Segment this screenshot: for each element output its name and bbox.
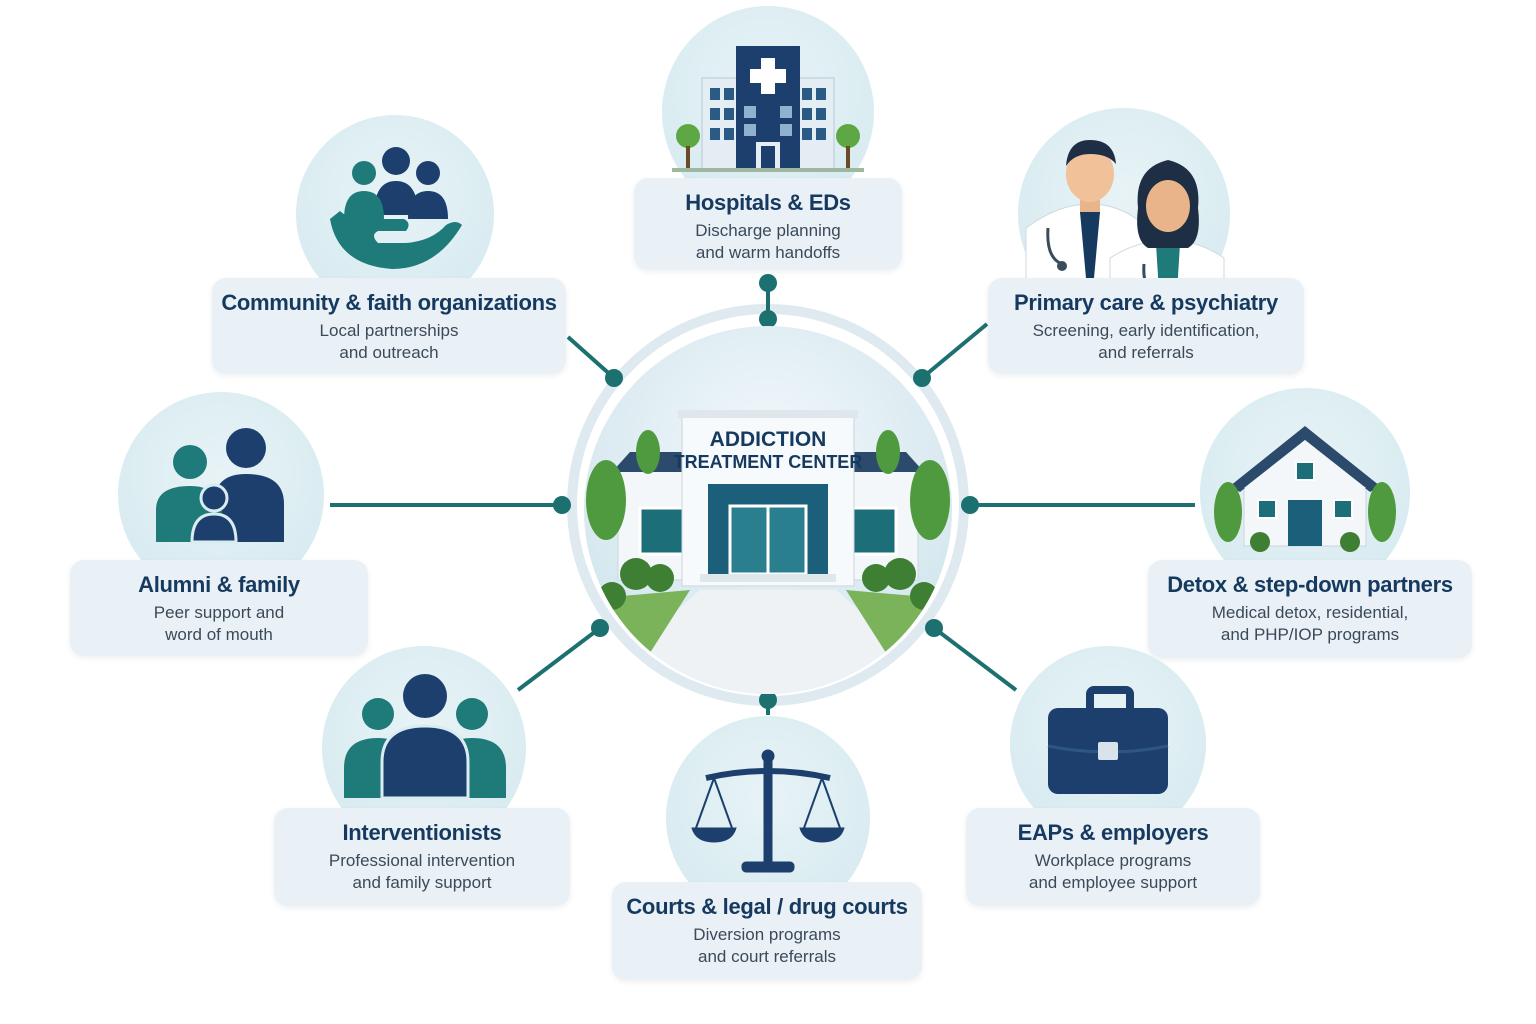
community-desc-line1: Local partnerships bbox=[319, 321, 459, 340]
connector-dot bbox=[925, 619, 943, 637]
connector-dot bbox=[759, 691, 777, 709]
connector-dot bbox=[759, 310, 777, 328]
courts-card: Courts & legal / drug courts Diversion p… bbox=[612, 882, 922, 980]
eaps-desc-line1: Workplace programs bbox=[1034, 851, 1192, 870]
eaps-desc-line2: and employee support bbox=[1028, 873, 1198, 892]
detox-title: Detox & step-down partners bbox=[1167, 572, 1453, 597]
primary-card: Primary care & psychiatry Screening, ear… bbox=[988, 278, 1304, 374]
center-title-line1: ADDICTION bbox=[709, 428, 827, 451]
alumni-card: Alumni & family Peer support and word of… bbox=[70, 560, 368, 656]
connector-dot bbox=[961, 496, 979, 514]
hospitals-desc-line2: and warm handoffs bbox=[695, 243, 841, 262]
primary-desc-line2: and referrals bbox=[1098, 343, 1194, 362]
community-hand-icon bbox=[330, 147, 462, 269]
courts-desc-line1: Diversion programs bbox=[693, 925, 841, 944]
connector-dot bbox=[553, 496, 571, 514]
courts-desc-line2: and court referrals bbox=[698, 947, 836, 966]
connector-interventionists bbox=[516, 626, 602, 692]
connector-eaps bbox=[932, 626, 1018, 692]
interventionists-desc-line2: and family support bbox=[352, 873, 492, 892]
hospitals-title: Hospitals & EDs bbox=[685, 190, 851, 215]
connector-dot bbox=[759, 274, 777, 292]
alumni-desc-line1: Peer support and bbox=[153, 603, 285, 622]
briefcase-icon bbox=[1047, 686, 1169, 794]
doctors-icon bbox=[1025, 140, 1225, 320]
primary-desc-line1: Screening, early identification, bbox=[1032, 321, 1260, 340]
hospitals-node-circle bbox=[662, 6, 874, 218]
community-desc-line2: and outreach bbox=[339, 343, 439, 362]
community-title: Community & faith organizations bbox=[221, 290, 557, 315]
interventionists-title: Interventionists bbox=[342, 820, 502, 845]
family-icon bbox=[156, 428, 284, 544]
eaps-title: EAPs & employers bbox=[1017, 820, 1209, 845]
courts-title: Courts & legal / drug courts bbox=[626, 894, 908, 919]
group-icon bbox=[344, 674, 506, 800]
connector-dot bbox=[913, 369, 931, 387]
community-card: Community & faith organizations Local pa… bbox=[212, 278, 566, 374]
connector-community bbox=[566, 335, 616, 380]
detox-desc-line2: and PHP/IOP programs bbox=[1220, 625, 1400, 644]
connector-primary bbox=[920, 322, 989, 380]
alumni-title: Alumni & family bbox=[138, 572, 300, 597]
hospitals-card: Hospitals & EDs Discharge planning and w… bbox=[634, 178, 902, 270]
hospitals-desc-line1: Discharge planning bbox=[695, 221, 841, 240]
hospital-icon bbox=[672, 46, 864, 172]
connector-dot bbox=[591, 619, 609, 637]
scales-icon bbox=[691, 749, 845, 873]
detox-card: Detox & step-down partners Medical detox… bbox=[1148, 560, 1472, 658]
interventionists-card: Interventionists Professional interventi… bbox=[274, 808, 570, 906]
detox-node-circle bbox=[1200, 388, 1410, 598]
detox-desc-line1: Medical detox, residential, bbox=[1211, 603, 1409, 622]
house-icon bbox=[1214, 426, 1396, 552]
eaps-card: EAPs & employers Workplace programs and … bbox=[966, 808, 1260, 906]
interventionists-desc-line1: Professional intervention bbox=[328, 851, 516, 870]
connector-dot bbox=[605, 369, 623, 387]
center-title-line2: TREATMENT CENTER bbox=[673, 452, 863, 472]
alumni-desc-line2: word of mouth bbox=[165, 625, 273, 644]
primary-title: Primary care & psychiatry bbox=[1014, 290, 1278, 315]
